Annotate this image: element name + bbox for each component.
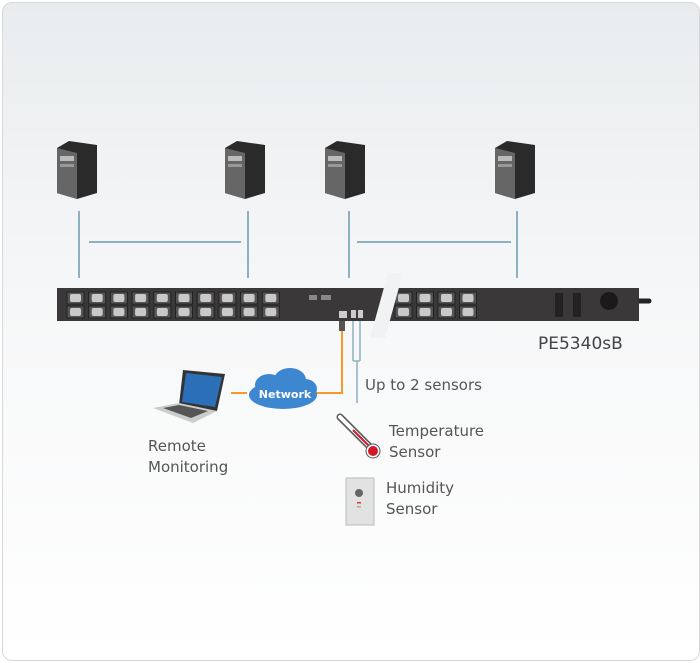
outlet xyxy=(416,291,434,305)
outlet xyxy=(131,305,150,319)
outlet xyxy=(131,291,150,305)
sensor-port xyxy=(351,310,356,318)
server-tower-icon xyxy=(57,141,97,199)
laptop-icon xyxy=(153,370,225,423)
server-tower-icon xyxy=(325,141,365,199)
hum-line2: Sensor xyxy=(386,500,438,518)
temp-line2: Sensor xyxy=(389,443,441,461)
server-links xyxy=(78,211,518,278)
pdu xyxy=(57,273,652,338)
temp-line1: Temperature xyxy=(389,422,485,440)
remote-line2: Monitoring xyxy=(148,458,229,476)
network-label: Network xyxy=(259,388,312,401)
outlet xyxy=(66,305,85,319)
outlet xyxy=(109,291,128,305)
sensors-label: Up to 2 sensors xyxy=(365,376,482,394)
thermometer-icon xyxy=(336,413,381,459)
breaker xyxy=(573,293,581,317)
outlet xyxy=(416,305,434,319)
model-name: PE5340sB xyxy=(538,334,623,354)
outlet xyxy=(153,305,172,319)
outlet xyxy=(394,305,413,319)
outlet xyxy=(88,305,107,319)
outlet xyxy=(261,305,280,319)
outlet xyxy=(175,291,193,305)
outlet xyxy=(196,291,215,305)
outlet xyxy=(437,305,456,319)
server-tower-icon xyxy=(495,141,535,199)
outlet xyxy=(88,291,107,305)
network-port xyxy=(339,311,347,318)
outlet xyxy=(175,305,193,319)
sensor-port xyxy=(358,310,363,318)
diagram-canvas: Network xyxy=(57,141,652,526)
outlet xyxy=(218,305,237,319)
server-tower-icon xyxy=(225,141,265,199)
hum-line1: Humidity xyxy=(386,479,455,497)
outlet xyxy=(459,305,477,319)
remote-line1: Remote xyxy=(148,437,206,455)
outlet xyxy=(109,305,128,319)
sensor-cable xyxy=(352,321,361,403)
outlet xyxy=(459,291,477,305)
outlet xyxy=(437,291,456,305)
network-cable xyxy=(315,331,343,394)
outlet xyxy=(240,291,259,305)
cloud-icon xyxy=(249,368,317,409)
power-inlet xyxy=(600,292,618,310)
outlet xyxy=(196,305,215,319)
outlet xyxy=(153,291,172,305)
outlet xyxy=(218,291,237,305)
outlet xyxy=(240,305,259,319)
breaker xyxy=(555,293,563,317)
outlet xyxy=(261,291,280,305)
outlet xyxy=(394,291,413,305)
break-mark xyxy=(370,273,403,338)
outlet xyxy=(66,291,85,305)
humidity-sensor-icon xyxy=(345,477,375,526)
